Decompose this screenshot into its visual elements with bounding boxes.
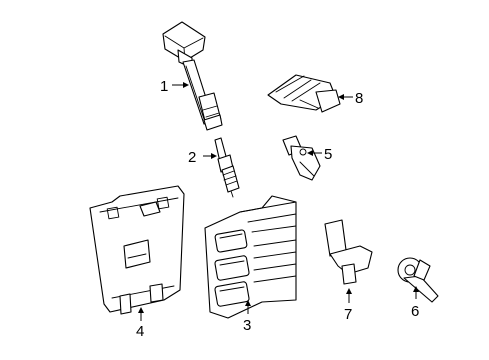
callout-1: 1 <box>160 78 168 95</box>
callout-3: 3 <box>243 317 251 334</box>
sensor-part-7 <box>324 219 373 285</box>
callout-6: 6 <box>411 303 419 320</box>
spark-plug-part <box>214 137 240 198</box>
ecm-module-part-3 <box>204 195 297 319</box>
callout-5: 5 <box>324 146 332 163</box>
callout-7: 7 <box>344 306 352 323</box>
callout-4: 4 <box>136 323 144 340</box>
ignition-coil-part <box>162 21 223 131</box>
callout-2: 2 <box>188 149 196 166</box>
sensor-part-8 <box>267 74 341 113</box>
sensor-part-5 <box>282 135 321 181</box>
callout-leaders <box>138 82 419 321</box>
sensor-part-6 <box>397 257 439 303</box>
bracket-part-4 <box>89 185 185 315</box>
callout-8: 8 <box>355 90 363 107</box>
